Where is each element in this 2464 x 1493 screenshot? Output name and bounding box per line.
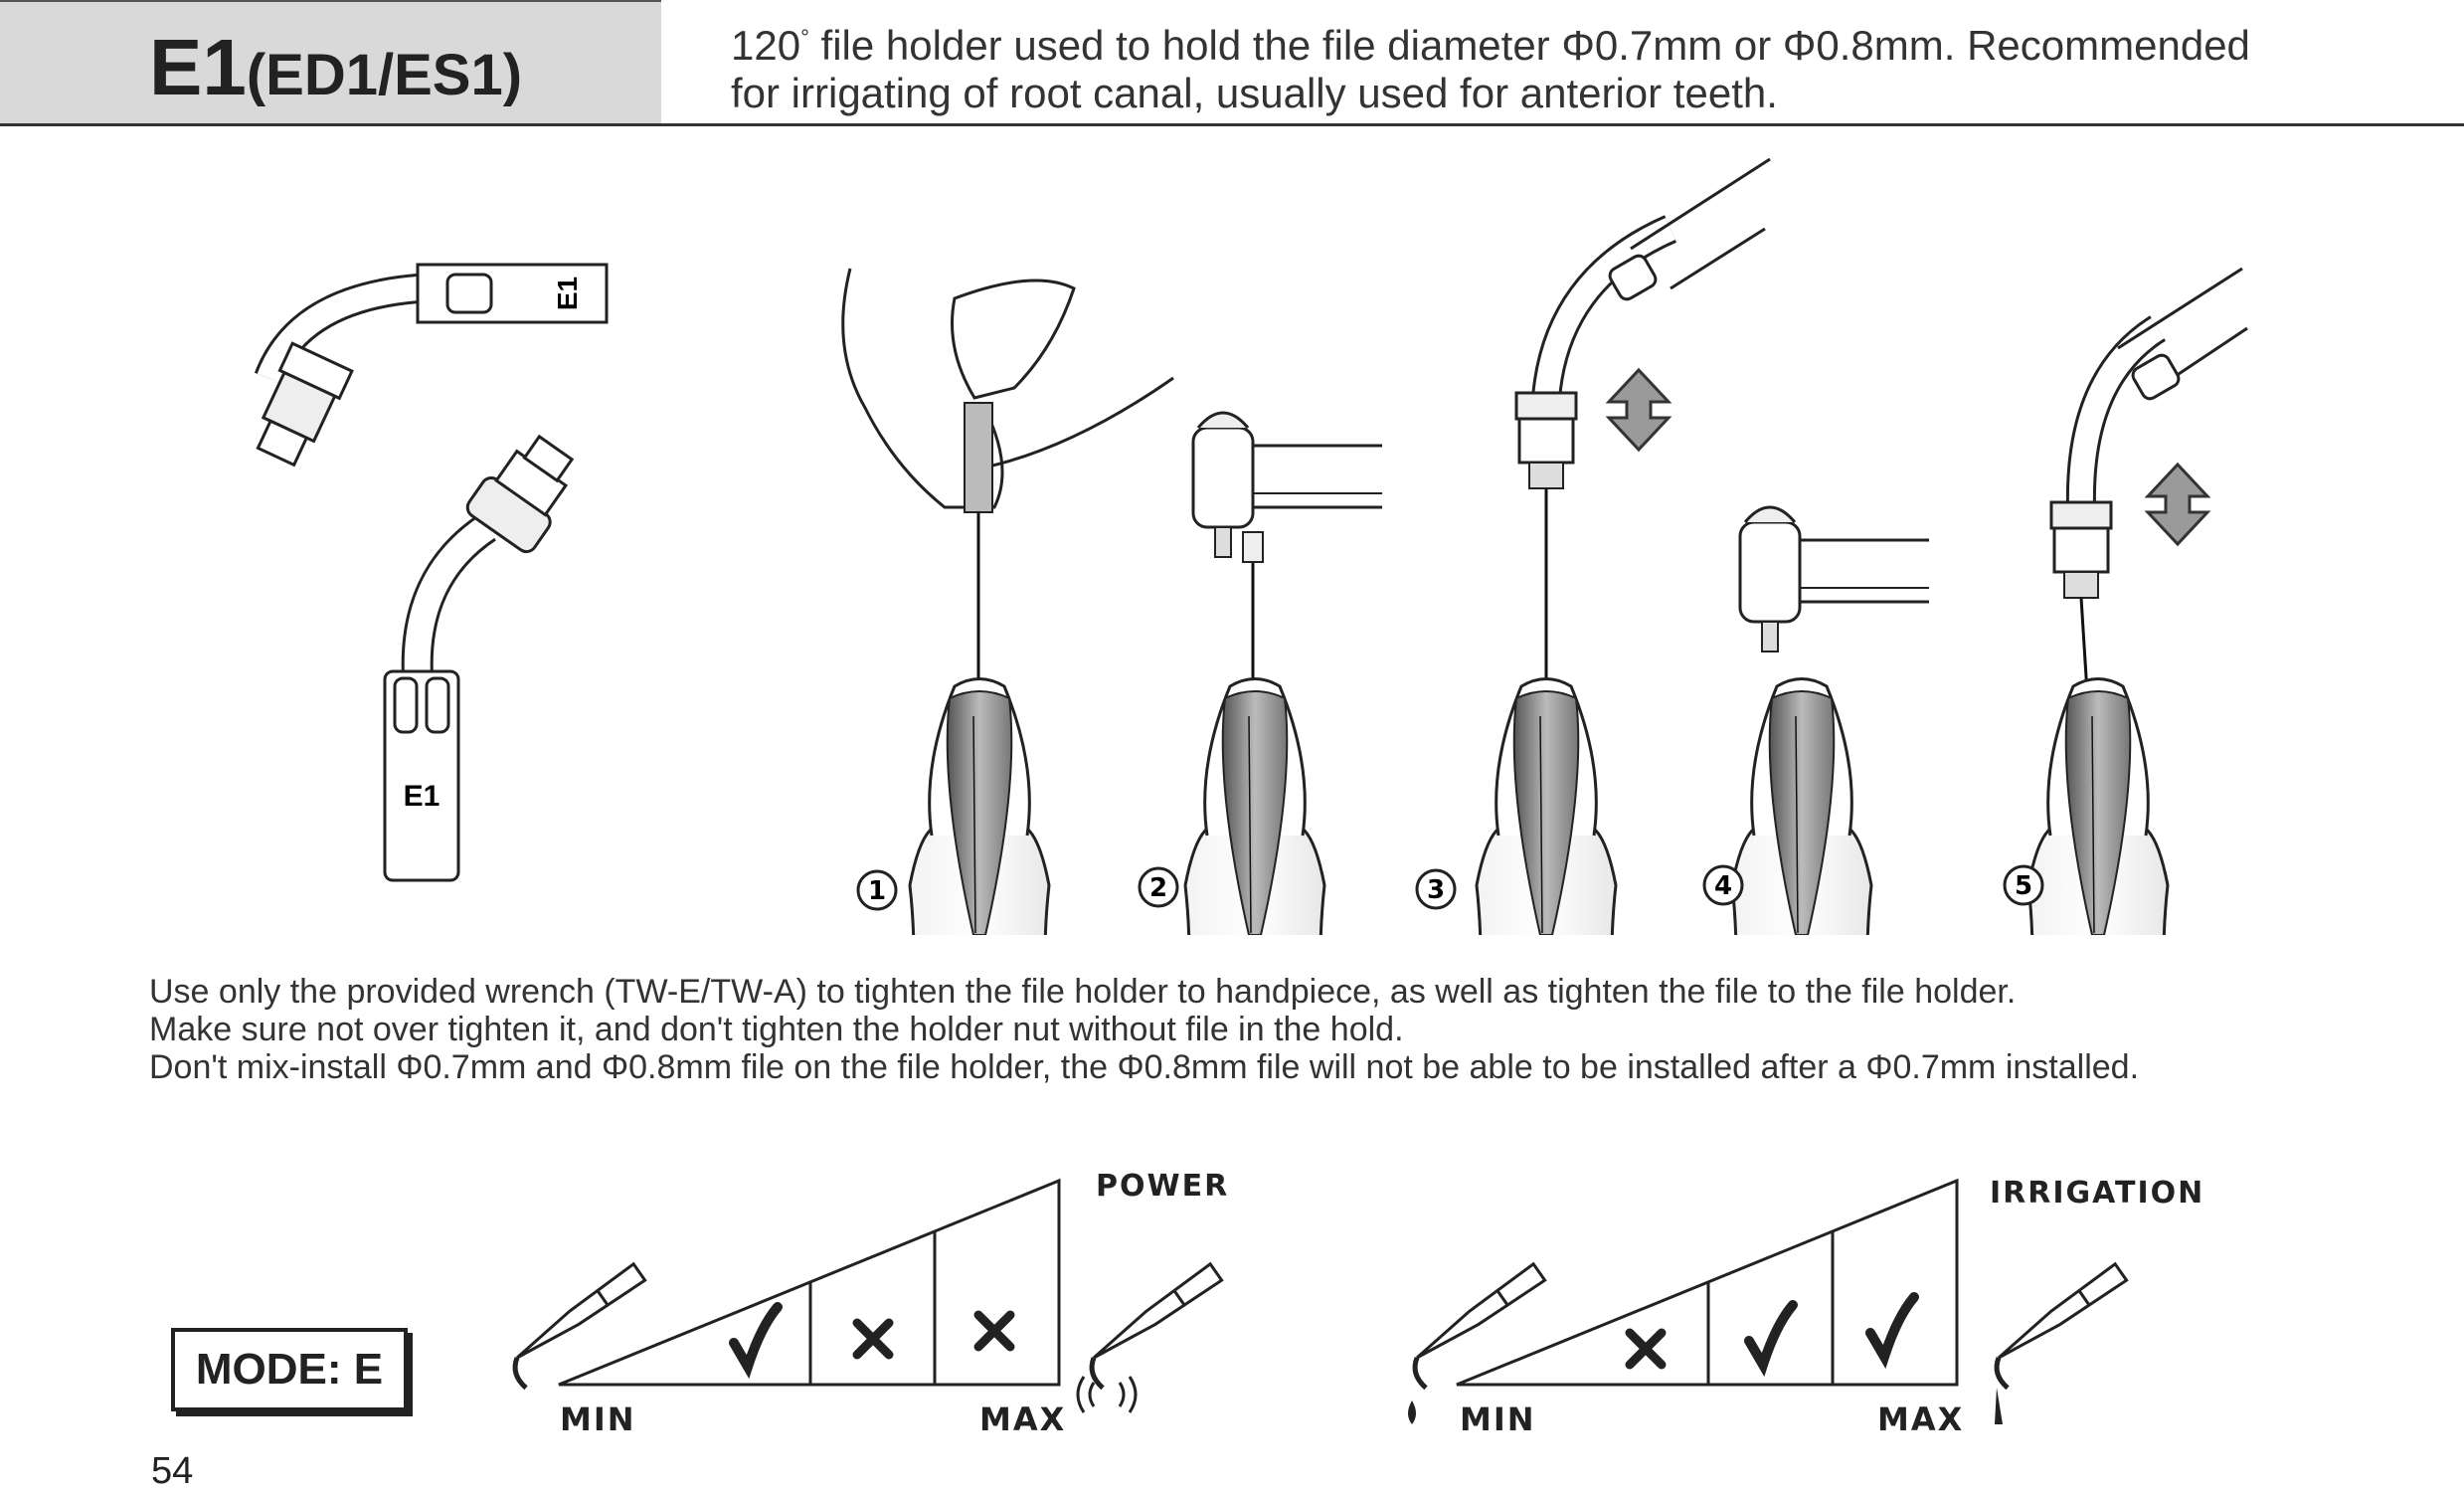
irrigation-level-1-cross-mark <box>1625 1328 1667 1370</box>
tip-label-2: E1 <box>404 780 440 813</box>
header-divider <box>0 123 2464 126</box>
scaler-tip-irrigation-max <box>1994 1261 2129 1391</box>
instruction-line-2: Make sure not over tighten it, and don't… <box>149 1011 1404 1048</box>
step-number-1: 1 <box>856 869 898 911</box>
water-drop-icon <box>1408 1400 1416 1424</box>
water-stream-icon <box>1995 1388 2003 1424</box>
svg-text:4: 4 <box>1714 871 1732 901</box>
degree-value: 120 <box>731 22 801 69</box>
instruction-line-3: Don't mix-install Φ0.7mm and Φ0.8mm file… <box>149 1048 2140 1086</box>
power-level-1-check-mark <box>729 1302 783 1380</box>
power-max-label: MAX <box>979 1400 1067 1438</box>
header-description: 120° file holder used to hold the file d… <box>731 14 2421 117</box>
irrigation-min-label: MIN <box>1460 1400 1536 1438</box>
power-level-3-cross-mark <box>973 1310 1015 1352</box>
file-holder-tip-2: E1 <box>383 434 575 882</box>
description-line-1: file holder used to hold the file diamet… <box>808 22 2250 69</box>
svg-text:3: 3 <box>1427 875 1445 905</box>
model-variants: (ED1/ES1) <box>246 43 523 107</box>
description-line-2: for irrigating of root canal, usually us… <box>731 70 1778 116</box>
installation-illustration: E1 E1 <box>254 157 2248 935</box>
step-2-illustration <box>1178 411 1384 935</box>
irrigation-wedge <box>1456 1178 1959 1387</box>
power-min-label: MIN <box>560 1400 636 1438</box>
power-wedge <box>558 1178 1061 1387</box>
vibration-icon <box>1076 1376 1138 1413</box>
irrigation-level-marks <box>1625 1292 1919 1378</box>
svg-text:2: 2 <box>1149 873 1167 903</box>
mode-badge: MODE: E <box>171 1328 408 1411</box>
file-holder-tip-1: E1 <box>254 263 609 467</box>
tip-label-1: E1 <box>552 277 583 310</box>
settings-diagram <box>512 1178 2129 1424</box>
step-number-2: 2 <box>1138 866 1179 908</box>
step-number-3: 3 <box>1415 868 1457 910</box>
step-5-illustration <box>2022 267 2248 935</box>
scaler-tip-power-min <box>512 1261 647 1391</box>
power-level-marks <box>729 1302 1015 1380</box>
step-3-illustration <box>1470 157 1771 935</box>
power-label: POWER <box>1096 1169 1230 1204</box>
scaler-tip-power-max <box>1089 1261 1224 1391</box>
step-4-illustration <box>1725 505 1931 935</box>
irrigation-level-2-check-mark <box>1744 1300 1798 1378</box>
scaler-tip-irrigation-min <box>1412 1261 1547 1391</box>
step-number-4: 4 <box>1702 864 1744 906</box>
power-level-2-cross-mark <box>852 1318 894 1360</box>
svg-text:1: 1 <box>868 876 886 906</box>
header-title-box <box>0 0 661 125</box>
irrigation-max-label: MAX <box>1877 1400 1965 1438</box>
step-1-illustration <box>841 268 1174 935</box>
page-number: 54 <box>151 1450 194 1492</box>
step-number-5: 5 <box>2003 864 2044 906</box>
page-title: E1(ED1/ES1) <box>149 22 522 113</box>
irrigation-level-3-check-mark <box>1865 1292 1919 1370</box>
degree-symbol: ° <box>800 25 809 50</box>
instructions: Use only the provided wrench (TW-E/TW-A)… <box>149 973 2436 1086</box>
irrigation-label: IRRIGATION <box>1990 1176 2205 1211</box>
svg-text:5: 5 <box>2015 871 2032 901</box>
instruction-line-1: Use only the provided wrench (TW-E/TW-A)… <box>149 973 2017 1011</box>
model-code: E1 <box>149 23 247 111</box>
